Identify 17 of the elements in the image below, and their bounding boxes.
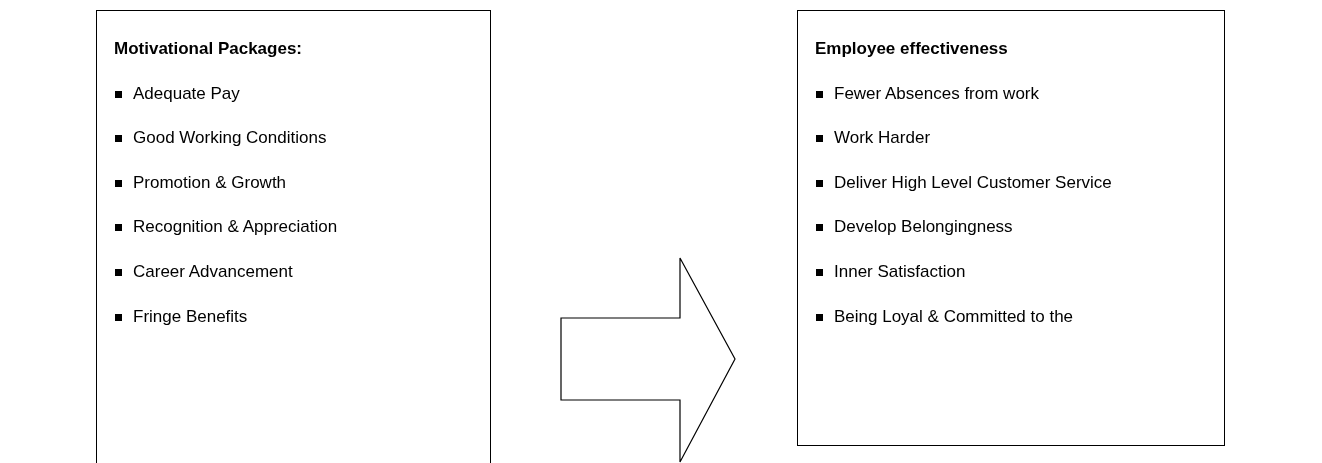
list-item: Fringe Benefits: [133, 306, 248, 327]
list-item: Develop Belongingness: [834, 217, 1013, 238]
list-item: Work Harder: [834, 128, 931, 149]
box-heading: Employee effectiveness: [815, 39, 1008, 59]
list-item: Recognition & Appreciation: [133, 217, 338, 238]
list-box: [96, 10, 491, 463]
list-item: Career Advancement: [133, 262, 293, 282]
list-item: Good Working Conditions: [133, 128, 327, 149]
list-item: Fewer Absences from work: [834, 83, 1039, 104]
box-heading: Motivational Packages:: [114, 39, 302, 59]
block-arrow: [560, 257, 736, 463]
list-item: Being Loyal & Committed to the: [834, 306, 1074, 327]
list-item: Adequate Pay: [133, 83, 240, 104]
list-box: [797, 10, 1225, 446]
list-item: Promotion & Growth: [133, 172, 287, 193]
list-item: Deliver High Level Customer Service: [834, 172, 1112, 193]
list-item: Inner Satisfaction: [834, 262, 966, 282]
